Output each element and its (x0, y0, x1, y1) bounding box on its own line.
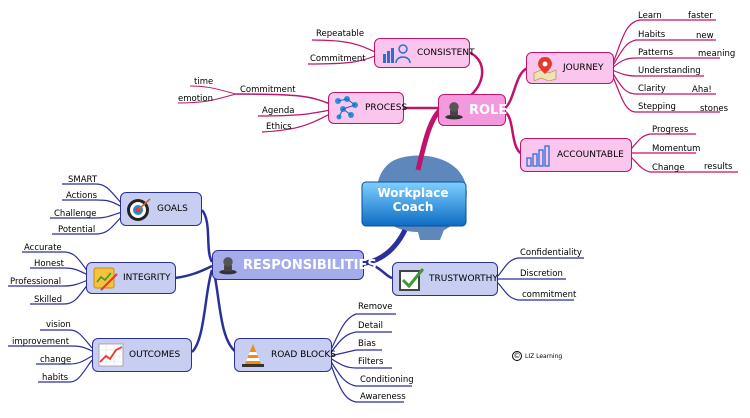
leaf-confidentiality: Confidentiality (520, 248, 582, 258)
leaf-repeatable: Repeatable (316, 29, 365, 39)
map-pin-icon (533, 57, 557, 81)
role-node[interactable]: ROLE (438, 94, 508, 126)
leaf-faster: faster (688, 11, 713, 21)
leaf-skilled: Skilled (34, 295, 63, 305)
stamp-icon (445, 102, 463, 120)
role-label: ROLE (469, 102, 508, 118)
leaf-new: new (696, 31, 714, 41)
leaf-filters: Filters (358, 357, 384, 367)
growth-chart-icon (526, 145, 550, 167)
journey-label: JOURNEY (563, 63, 604, 73)
stamp-icon (219, 257, 237, 275)
accountable-node[interactable]: ACCOUNTABLE (520, 138, 632, 172)
leaf-meaning: meaning (698, 49, 736, 59)
leaf-momentum: Momentum (652, 144, 701, 154)
leaf-learn: Learn (638, 11, 662, 21)
leaf-emotion: emotion (178, 94, 213, 104)
responsibilities-node[interactable]: RESPONSIBILITIES (212, 250, 377, 280)
integrity-node[interactable]: INTEGRITY (86, 262, 176, 294)
leaf-vision: vision (46, 320, 71, 330)
target-icon (127, 198, 151, 221)
leaf-stepping: Stepping (638, 102, 676, 112)
leaf-accurate: Accurate (24, 243, 62, 253)
road-blocks-label: ROAD BLOCKS (271, 350, 336, 360)
consistent-label: CONSISTENT (417, 48, 475, 58)
leaf-commitment-process: Commitment (240, 85, 296, 95)
outcomes-label: OUTCOMES (129, 350, 181, 360)
leaf-progress: Progress (652, 125, 689, 135)
leaf-aha: Aha! (692, 85, 712, 95)
leaf-change-accountable: Change (652, 163, 685, 173)
leaf-actions: Actions (66, 191, 98, 201)
process-diagram-icon (335, 96, 358, 120)
leaf-honest: Honest (34, 259, 64, 269)
leaf-discretion: Discretion (520, 269, 563, 279)
journey-node[interactable]: JOURNEY (526, 52, 614, 84)
process-node[interactable]: PROCESS (328, 92, 408, 124)
leaf-potential: Potential (58, 225, 96, 235)
leaf-clarity: Clarity (638, 84, 666, 94)
center-box (361, 181, 467, 227)
trustworthy-node[interactable]: TRUSTWORTHY (392, 262, 498, 296)
central-topic-line1: Workplace (377, 186, 449, 200)
central-topic-line2: Coach (392, 200, 434, 214)
leaf-agenda: Agenda (262, 106, 295, 116)
process-label: PROCESS (365, 103, 408, 113)
leaf-remove: Remove (358, 302, 393, 312)
leaf-challenge: Challenge (54, 209, 97, 219)
goals-node[interactable]: GOALS (120, 192, 202, 226)
leaf-smart: SMART (68, 175, 98, 185)
checkbox-icon (399, 268, 425, 291)
leaf-improvement: improvement (12, 337, 70, 347)
leaf-patterns: Patterns (638, 48, 674, 58)
leaf-understanding: Understanding (638, 66, 701, 76)
leaf-results: results (704, 162, 733, 172)
road-blocks-node[interactable]: ROAD BLOCKS (234, 338, 336, 372)
leaf-stones: stones (700, 104, 729, 114)
traffic-cone-icon (242, 344, 264, 367)
document-pencil-icon (93, 267, 118, 291)
leaf-awareness: Awareness (360, 392, 406, 402)
central-topic: Workplace Coach (366, 186, 460, 214)
leaf-ethics: Ethics (266, 122, 292, 132)
outcomes-node[interactable]: OUTCOMES (92, 338, 192, 372)
trustworthy-label: TRUSTWORTHY (429, 274, 498, 284)
leaf-habits-journey: Habits (638, 30, 666, 40)
copyright-text: LIZ Learning (525, 352, 563, 360)
copyright-icon: © (512, 351, 522, 361)
line-graph-icon (98, 343, 124, 367)
leaf-time: time (194, 77, 214, 87)
leaf-bias: Bias (358, 339, 376, 349)
leaf-habits-outcomes: habits (42, 373, 69, 383)
leaf-commitment: Commitment (310, 54, 366, 64)
leaf-detail: Detail (358, 321, 384, 331)
bar-chart-user-icon (383, 44, 411, 64)
consistent-node[interactable]: CONSISTENT (374, 38, 475, 68)
leaf-commitment-trust: commitment (522, 290, 577, 300)
leaf-change-outcomes: change (40, 355, 72, 365)
copyright-notice: © LIZ Learning (512, 351, 562, 361)
accountable-label: ACCOUNTABLE (557, 150, 624, 160)
goals-label: GOALS (157, 204, 188, 214)
responsibilities-label: RESPONSIBILITIES (243, 257, 377, 273)
leaf-conditioning: Conditioning (360, 375, 414, 385)
integrity-label: INTEGRITY (123, 273, 171, 283)
leaf-professional: Professional (10, 277, 62, 287)
